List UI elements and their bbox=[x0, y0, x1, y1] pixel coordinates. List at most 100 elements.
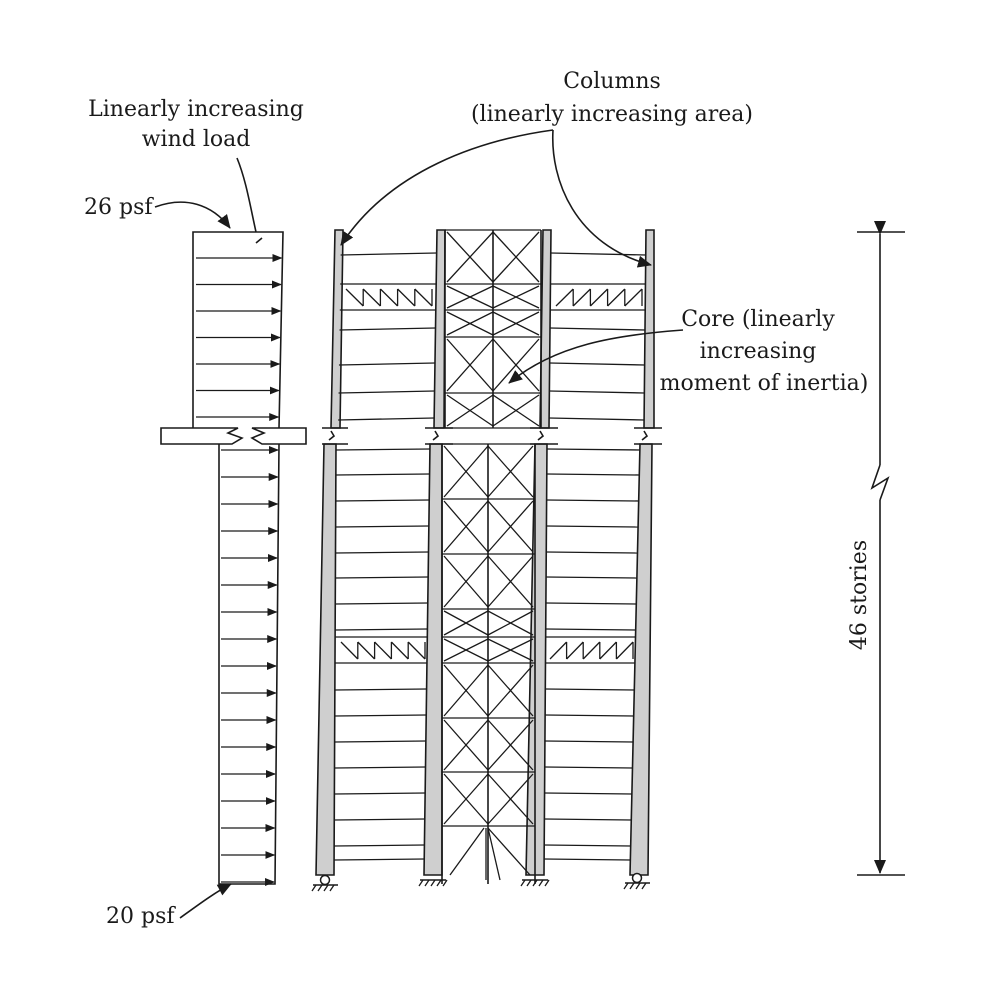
outrigger-diagonal bbox=[566, 641, 584, 660]
outrigger-trusses bbox=[340, 288, 643, 660]
core-brace bbox=[446, 338, 494, 392]
arrow-to-left-column bbox=[340, 129, 554, 246]
outrigger-diagonal bbox=[340, 641, 359, 660]
floor-beam bbox=[334, 858, 425, 861]
core-brace bbox=[449, 827, 485, 876]
wind-break-symbol bbox=[160, 427, 307, 445]
floor-beam bbox=[335, 448, 430, 451]
column-2-upper bbox=[433, 229, 446, 429]
outrigger-diagonal bbox=[607, 288, 626, 307]
floor-beam bbox=[335, 576, 429, 579]
outrigger-diagonal bbox=[555, 288, 574, 307]
arrow-to-right-column bbox=[551, 129, 652, 268]
core-brace bbox=[492, 394, 540, 427]
floor-beam bbox=[544, 766, 633, 769]
building-frame bbox=[311, 229, 662, 892]
outrigger-diagonal bbox=[549, 641, 568, 660]
outrigger-diagonal bbox=[379, 288, 399, 307]
core-brace bbox=[443, 773, 489, 825]
core-brace bbox=[492, 231, 540, 283]
height-label: 46 stories bbox=[847, 540, 872, 650]
core-brace bbox=[487, 445, 534, 498]
top-load-label: 26 psf bbox=[84, 195, 154, 220]
arrow-to-bottom-load bbox=[179, 883, 232, 919]
column-2-lower bbox=[423, 443, 443, 876]
core-label-line1: Core (linearly bbox=[681, 307, 835, 332]
core-brace bbox=[492, 311, 540, 336]
outrigger-diagonal bbox=[345, 288, 364, 307]
outrigger-diagonal bbox=[362, 288, 381, 307]
core-brace bbox=[446, 231, 494, 283]
callout-arrows bbox=[154, 129, 684, 919]
floor-beam bbox=[546, 576, 637, 579]
outrigger-diagonal bbox=[407, 641, 426, 660]
floor-beam bbox=[335, 525, 429, 528]
floor-beam bbox=[546, 473, 640, 476]
columns-label-line1: Columns bbox=[563, 69, 661, 94]
floor-beam bbox=[544, 740, 634, 743]
floor-beam bbox=[550, 252, 646, 256]
outrigger-diagonal bbox=[589, 288, 609, 307]
floor-beam bbox=[549, 417, 645, 421]
core-brace bbox=[446, 311, 494, 336]
column-4-upper bbox=[643, 229, 655, 429]
floor-beam bbox=[334, 740, 426, 743]
core-label-line3: moment of inertia) bbox=[660, 371, 869, 396]
core-brace bbox=[443, 719, 489, 771]
outrigger-diagonal bbox=[397, 288, 416, 307]
columns-label-line2: (linearly increasing area) bbox=[471, 102, 753, 127]
core-brace bbox=[487, 827, 501, 881]
floor-beam bbox=[335, 473, 430, 476]
floor-beam bbox=[335, 602, 428, 605]
floor-beam bbox=[334, 844, 425, 847]
floor-beam bbox=[544, 858, 631, 861]
outrigger-diagonal bbox=[624, 288, 643, 307]
core-label-line2: increasing bbox=[700, 339, 817, 364]
floor-beam bbox=[335, 628, 428, 631]
core-brace bbox=[487, 500, 534, 553]
column-break-marks bbox=[322, 427, 662, 445]
floor-beam bbox=[340, 252, 437, 256]
floor-beams bbox=[334, 252, 646, 861]
outrigger-diagonal bbox=[374, 641, 392, 660]
floor-beam bbox=[335, 499, 430, 502]
floor-beam bbox=[549, 362, 645, 366]
floor-beam bbox=[544, 792, 632, 795]
column-4-lower bbox=[629, 443, 653, 876]
floor-beam bbox=[338, 362, 435, 366]
fixed-support-column-3 bbox=[520, 879, 550, 887]
outrigger-diagonal bbox=[390, 641, 409, 660]
floor-beam bbox=[546, 525, 639, 528]
wind-peak-tick bbox=[255, 237, 263, 244]
core-brace bbox=[487, 773, 534, 825]
floor-beam bbox=[334, 714, 427, 717]
core-brace bbox=[487, 555, 534, 608]
floor-beam bbox=[544, 818, 632, 821]
column-1-lower bbox=[315, 443, 337, 876]
core-brace bbox=[492, 338, 540, 392]
core-brace bbox=[443, 500, 489, 553]
core-brace bbox=[487, 719, 534, 771]
outrigger-diagonal bbox=[414, 288, 433, 307]
floor-beam bbox=[545, 628, 636, 631]
height-dimension bbox=[857, 221, 905, 876]
core-brace bbox=[443, 610, 489, 636]
floor-beam bbox=[334, 818, 425, 821]
floor-beam bbox=[334, 792, 426, 795]
floor-beam bbox=[338, 417, 435, 421]
floor-beam bbox=[334, 766, 426, 769]
bottom-load-label: 20 psf bbox=[106, 904, 176, 929]
arrow-to-top-load bbox=[154, 201, 231, 229]
floor-beam bbox=[335, 551, 429, 554]
supports bbox=[311, 872, 650, 892]
wind-load-outline-top bbox=[192, 231, 284, 429]
outrigger-diagonal bbox=[599, 641, 617, 660]
fixed-support-column-2 bbox=[418, 879, 448, 887]
pin-support-left bbox=[311, 874, 338, 892]
floor-beam bbox=[544, 844, 631, 847]
floor-beam bbox=[549, 390, 645, 394]
floor-beam bbox=[545, 714, 634, 717]
core-brace bbox=[487, 638, 534, 662]
core-brace bbox=[492, 285, 540, 309]
